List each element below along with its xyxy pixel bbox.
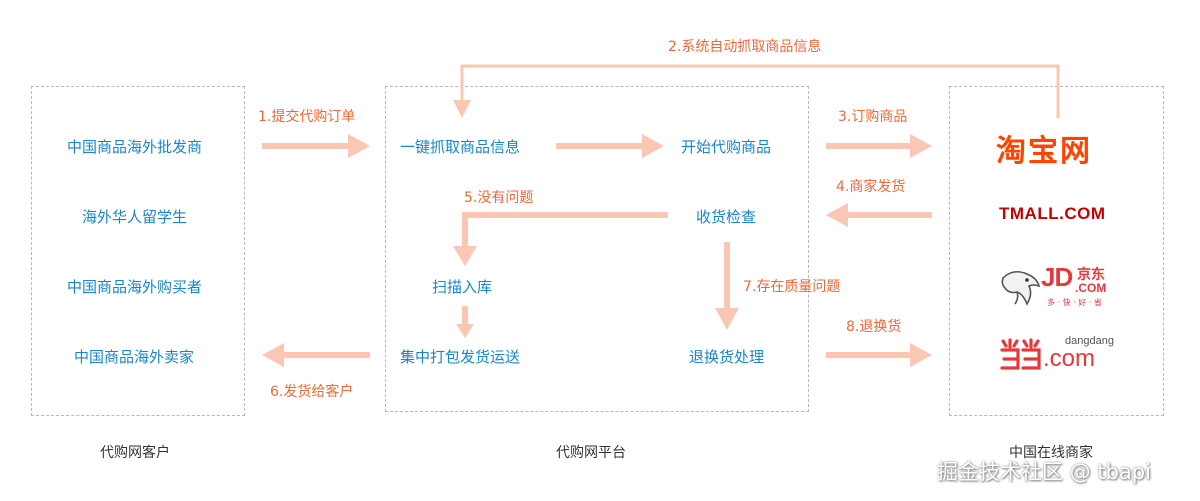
node-inspect: 收货检查 — [696, 208, 757, 226]
merchants-caption: 中国在线商家 — [1009, 445, 1093, 461]
platform-box — [385, 86, 809, 412]
step-8-label: 8.退换货 — [846, 319, 902, 335]
node-scan-stock: 扫描入库 — [432, 278, 493, 296]
dangdang-logo: dangdang .com — [999, 335, 1119, 375]
arrow-no-problem — [453, 212, 668, 266]
arrow-order-goods — [826, 134, 932, 158]
step-4-label: 4.商家发货 — [836, 179, 906, 195]
dangdang-mark-icon — [1000, 338, 1041, 370]
step-7-label: 7.存在质量问题 — [743, 279, 841, 295]
taobao-logo: 淘宝网 — [996, 126, 1092, 170]
arrow-submit-order — [262, 134, 370, 158]
customer-overseas-seller: 中国商品海外卖家 — [74, 348, 195, 366]
dangdang-small-text: dangdang — [1065, 335, 1114, 347]
customer-overseas-student: 海外华人留学生 — [82, 208, 188, 226]
platform-caption: 代购网平台 — [556, 445, 626, 461]
step-6-label: 6.发货给客户 — [270, 384, 354, 400]
dangdang-dotcom: .com — [1043, 345, 1096, 372]
tmall-wordmark: TMALL.COM — [999, 204, 1106, 223]
arrow-merchant-ship — [826, 203, 932, 227]
customers-caption: 代购网客户 — [100, 445, 170, 461]
step-3-label: 3.订购商品 — [838, 109, 908, 125]
node-grab-info: 一键抓取商品信息 — [400, 138, 521, 156]
jd-chinese: 京东 — [1077, 267, 1105, 283]
node-start-purchase: 开始代购商品 — [681, 138, 772, 156]
tmall-logo: TMALL.COM — [999, 204, 1105, 224]
arrow-return-goods — [826, 343, 932, 367]
node-return-process: 退换货处理 — [689, 348, 765, 366]
watermark: 掘金技术社区 @ tbapi — [937, 460, 1151, 484]
arrow-quality-issue — [715, 242, 739, 330]
arrow-ship-to-customer — [262, 343, 370, 367]
jd-logo: JD 京东 .COM 多 · 快 · 好 · 省 — [999, 262, 1119, 312]
arrow-auto-grab-line — [460, 64, 1060, 118]
jd-dotcom: .COM — [1075, 281, 1107, 295]
taobao-wordmark: 淘宝网 — [996, 134, 1092, 169]
arrow-scan-to-ship — [456, 306, 474, 338]
customers-box — [31, 86, 245, 416]
node-pack-ship: 集中打包发货运送 — [400, 348, 521, 366]
step-2-label: 2.系统自动抓取商品信息 — [668, 39, 822, 55]
jd-dog-icon — [1001, 270, 1041, 306]
jd-letters: JD — [1041, 262, 1073, 292]
step-1-label: 1.提交代购订单 — [258, 109, 356, 125]
customer-overseas-buyer: 中国商品海外购买者 — [67, 278, 203, 296]
customer-wholesaler: 中国商品海外批发商 — [67, 138, 203, 156]
arrow-auto-grab-head — [453, 100, 471, 118]
jd-slogan: 多 · 快 · 好 · 省 — [1047, 298, 1102, 307]
arrow-grab-to-start — [556, 134, 664, 158]
step-5-label: 5.没有问题 — [464, 190, 534, 206]
